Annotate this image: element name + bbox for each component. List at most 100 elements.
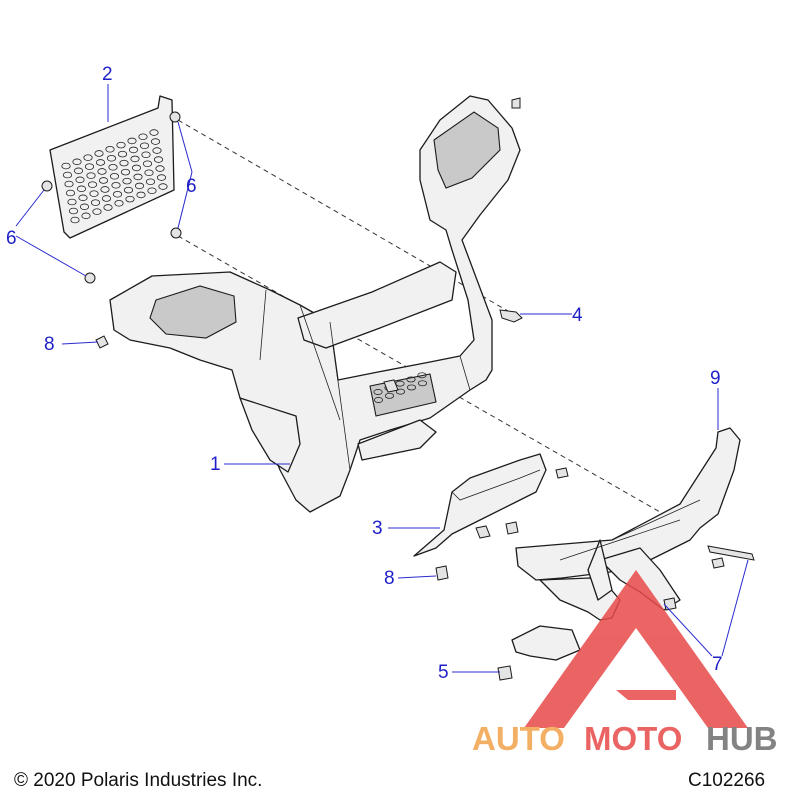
clip-icon — [475, 525, 491, 539]
mesh-cell — [147, 187, 157, 195]
mesh-cell — [103, 204, 113, 211]
mesh-cell — [108, 163, 118, 171]
nut-icon — [84, 272, 96, 284]
mesh-cell — [145, 178, 156, 186]
mesh-cell — [149, 129, 159, 136]
callout-6-left: 6 — [6, 228, 17, 249]
mesh-cell — [395, 388, 406, 395]
mesh-cell — [152, 147, 162, 154]
mesh-cell — [75, 176, 85, 184]
mesh-cell — [133, 173, 143, 181]
triangle-bar-icon — [616, 690, 676, 700]
mesh-cell — [67, 198, 77, 206]
copyright-text: © 2020 Polaris Industries Inc. — [14, 770, 262, 791]
mesh-cell — [65, 189, 76, 197]
mesh-cell — [120, 168, 131, 176]
mesh-cell — [89, 190, 99, 197]
watermark-logo: AUTO MOTO HUB — [472, 570, 778, 757]
mesh-cell — [406, 376, 416, 383]
diagram-code: C102266 — [688, 770, 765, 791]
bolt-icon — [383, 379, 399, 393]
nut-icon — [41, 180, 53, 192]
mesh-cell — [83, 154, 93, 161]
callout-8-right: 8 — [384, 568, 395, 589]
callout-8-left: 8 — [44, 334, 55, 355]
mesh-cell — [153, 156, 164, 163]
mesh-cell — [70, 216, 80, 224]
mesh-cell — [155, 165, 165, 172]
mesh-cell — [79, 203, 90, 211]
mesh-cell — [158, 183, 168, 190]
mesh-cell — [92, 208, 102, 215]
mesh-cell — [384, 392, 395, 399]
mesh-cell — [134, 182, 145, 190]
mesh-cell — [73, 167, 84, 175]
mesh-cell — [105, 145, 115, 153]
mesh-cell — [373, 397, 384, 403]
logo-word-moto: MOTO — [584, 720, 682, 757]
mesh-cell — [138, 133, 148, 141]
clip-icon — [555, 467, 569, 479]
mesh-cell — [114, 199, 124, 207]
bolt-icon — [707, 545, 755, 561]
mesh-cell — [141, 151, 151, 159]
mesh-cell — [150, 138, 161, 145]
mesh-cell — [90, 199, 101, 206]
clip-icon — [95, 335, 109, 349]
callout-7: 7 — [712, 654, 723, 675]
mesh-cell — [117, 150, 128, 158]
callout-2: 2 — [102, 64, 113, 85]
mesh-cell — [97, 168, 107, 175]
mesh-cell — [116, 141, 126, 149]
mesh-cell — [64, 180, 74, 188]
mesh-cell — [417, 380, 428, 387]
mesh-cell — [156, 174, 167, 181]
callout-5: 5 — [438, 662, 449, 683]
mesh-cell — [127, 137, 137, 145]
mesh-cell — [87, 181, 98, 188]
mesh-cell — [139, 142, 150, 150]
mesh-cell — [62, 171, 73, 179]
mesh-cell — [128, 146, 139, 154]
clip-icon — [505, 521, 519, 535]
mesh-cell — [101, 195, 112, 202]
callout-6-right: 6 — [186, 176, 197, 197]
triangle-logo-icon — [524, 570, 748, 728]
mesh-cell — [100, 186, 110, 193]
callout-numbers: 2 6 6 8 1 3 4 8 5 9 7 — [6, 64, 723, 683]
mesh-cell — [373, 389, 383, 395]
mesh-cell — [98, 177, 109, 184]
mesh-cell — [119, 159, 129, 167]
mesh-cell — [84, 163, 95, 170]
mesh-cell — [123, 186, 134, 194]
mesh-cell — [125, 195, 135, 203]
mesh-cell — [61, 162, 71, 170]
mesh-cell — [130, 155, 140, 163]
grille-mesh — [61, 129, 168, 224]
mesh-cell — [109, 172, 120, 180]
callout-9: 9 — [710, 368, 721, 389]
nut-icon — [663, 597, 677, 611]
bolt-icon — [497, 665, 513, 681]
mesh-cell — [122, 177, 132, 185]
mesh-cell — [406, 384, 417, 391]
mesh-cell — [78, 194, 88, 202]
callout-4: 4 — [572, 305, 583, 326]
mesh-cell — [111, 181, 121, 189]
mesh-cell — [136, 191, 146, 199]
skid-plate — [413, 453, 547, 557]
mesh-cell — [95, 159, 106, 166]
nut-icon — [711, 557, 725, 569]
callout-1: 1 — [210, 454, 221, 475]
mesh-cell — [144, 169, 154, 177]
clip-icon — [435, 565, 449, 581]
mesh-cell — [112, 190, 123, 198]
mesh-cell — [81, 212, 91, 220]
mesh-cell — [106, 154, 117, 162]
mesh-cell — [142, 160, 153, 168]
mesh-cell — [76, 185, 87, 193]
callout-3: 3 — [372, 518, 383, 539]
mesh-cell — [86, 172, 96, 179]
alignment-lines — [177, 119, 661, 513]
